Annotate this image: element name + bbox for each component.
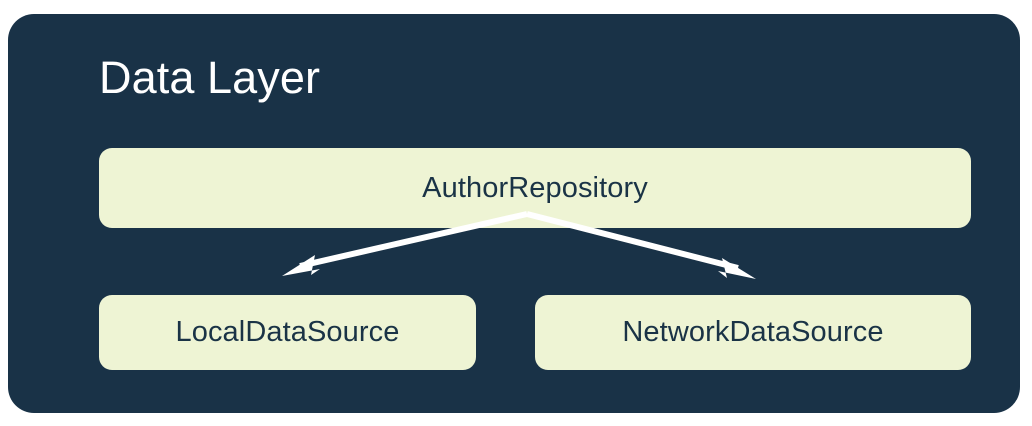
node-label-network-data-source: NetworkDataSource <box>622 316 884 348</box>
data-layer-panel: Data Layer AuthorRepository LocalDataSou… <box>8 14 1020 413</box>
page-title: Data Layer <box>99 52 321 103</box>
node-label-author-repository: AuthorRepository <box>422 171 648 204</box>
node-local-data-source[interactable]: LocalDataSource <box>99 295 476 370</box>
node-network-data-source[interactable]: NetworkDataSource <box>535 295 971 370</box>
node-author-repository[interactable]: AuthorRepository <box>99 148 971 228</box>
node-label-local-data-source: LocalDataSource <box>175 316 400 348</box>
